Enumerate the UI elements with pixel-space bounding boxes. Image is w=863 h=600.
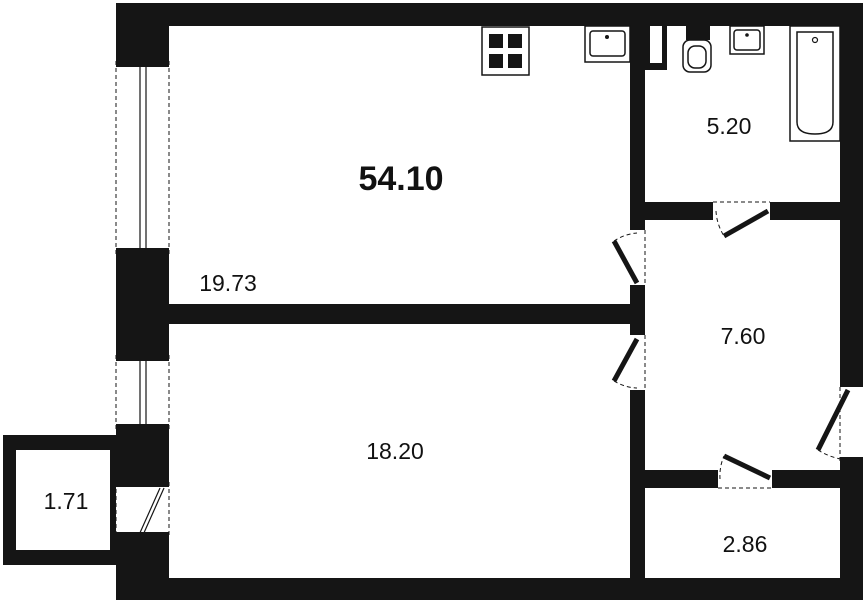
room-area-balcony: 1.71 bbox=[44, 488, 89, 514]
wall-vertical-upper bbox=[630, 3, 645, 230]
window-living bbox=[115, 61, 170, 255]
wall-living-bedroom bbox=[169, 304, 640, 324]
kitchen-sink-icon bbox=[584, 25, 631, 63]
wall-storage-right bbox=[772, 470, 863, 488]
wall-bath-right bbox=[770, 202, 863, 220]
bathroom-sink-icon bbox=[729, 25, 765, 55]
wall-bath-left bbox=[645, 202, 713, 220]
wall-entrance-top bbox=[840, 382, 863, 387]
door-storage bbox=[718, 453, 772, 489]
wall-vertical-lower bbox=[630, 390, 645, 600]
wall-left-3 bbox=[116, 430, 169, 482]
door-living bbox=[611, 230, 646, 285]
door-bathroom bbox=[713, 201, 770, 239]
door-bedroom bbox=[611, 335, 646, 390]
room-area-living: 19.73 bbox=[199, 270, 257, 296]
wall-left-1 bbox=[116, 3, 169, 61]
wall-left-4 bbox=[116, 537, 169, 600]
wall-left-2 bbox=[116, 255, 169, 355]
wall-vertical-mid bbox=[630, 285, 645, 335]
wall-right bbox=[840, 3, 863, 600]
bathtub-icon bbox=[789, 25, 841, 142]
toilet-icon bbox=[682, 26, 712, 73]
wall-storage-left bbox=[645, 470, 718, 488]
balcony bbox=[3, 435, 118, 565]
wall-top bbox=[116, 3, 863, 26]
window-bedroom bbox=[115, 355, 170, 430]
total-area-label: 54.10 bbox=[358, 160, 443, 198]
door-entrance bbox=[815, 387, 863, 463]
room-area-bathroom: 5.20 bbox=[707, 113, 752, 139]
room-area-bedroom: 18.20 bbox=[366, 438, 424, 464]
shaft-icon bbox=[645, 26, 667, 70]
stove-icon bbox=[481, 26, 530, 76]
wall-bottom bbox=[116, 578, 863, 600]
balcony-door bbox=[115, 482, 170, 537]
room-area-hallway: 7.60 bbox=[721, 323, 766, 349]
room-area-storage: 2.86 bbox=[723, 531, 768, 557]
